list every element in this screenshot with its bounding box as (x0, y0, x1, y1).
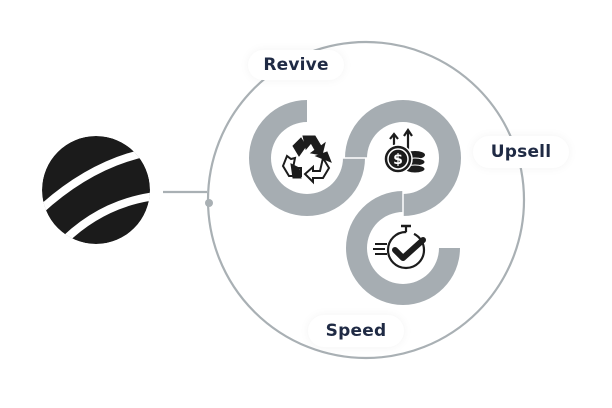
outer-circle (206, 40, 526, 360)
speed-label: Speed (308, 315, 404, 347)
connector-dot (205, 199, 213, 207)
stopwatch-check-icon (373, 224, 426, 270)
dollar-coins-icon: $ (383, 128, 426, 174)
svg-text:$: $ (393, 152, 403, 168)
logo-icon (42, 136, 150, 244)
upsell-ring (345, 100, 461, 216)
upsell-label: Upsell (473, 136, 569, 168)
revive-ring (249, 100, 365, 216)
recycle-icon (281, 135, 332, 185)
revive-label: Revive (248, 50, 344, 80)
speed-ring (346, 191, 460, 305)
